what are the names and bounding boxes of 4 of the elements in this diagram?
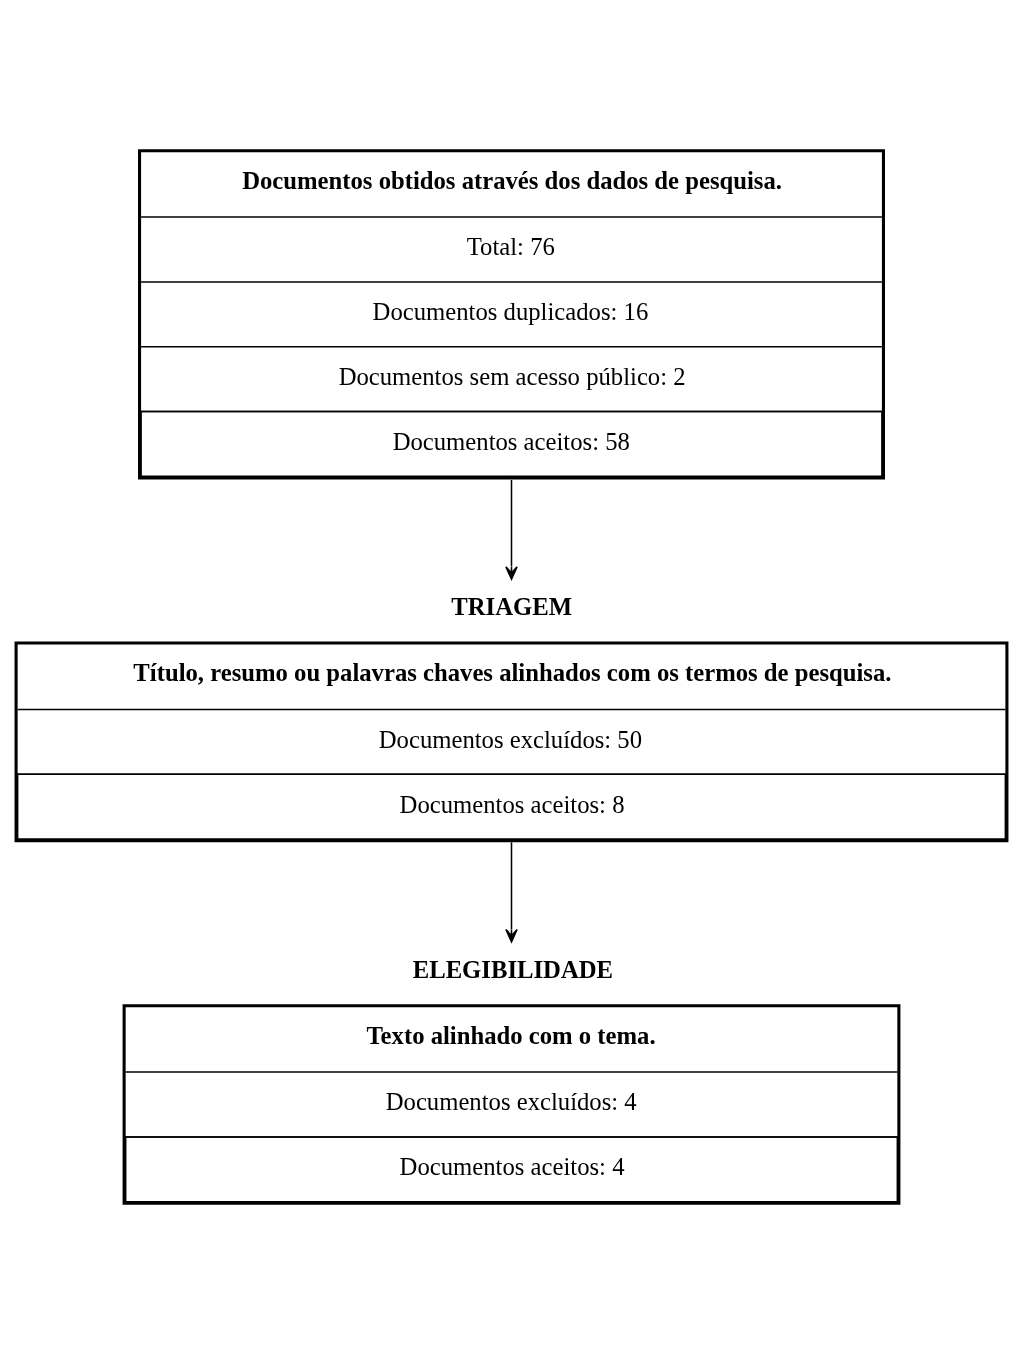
arrow — [505, 841, 518, 943]
arrow — [505, 479, 518, 580]
node-label: ELEGIBILIDADE — [412, 955, 614, 983]
node-label: TRIAGEM — [451, 592, 573, 620]
